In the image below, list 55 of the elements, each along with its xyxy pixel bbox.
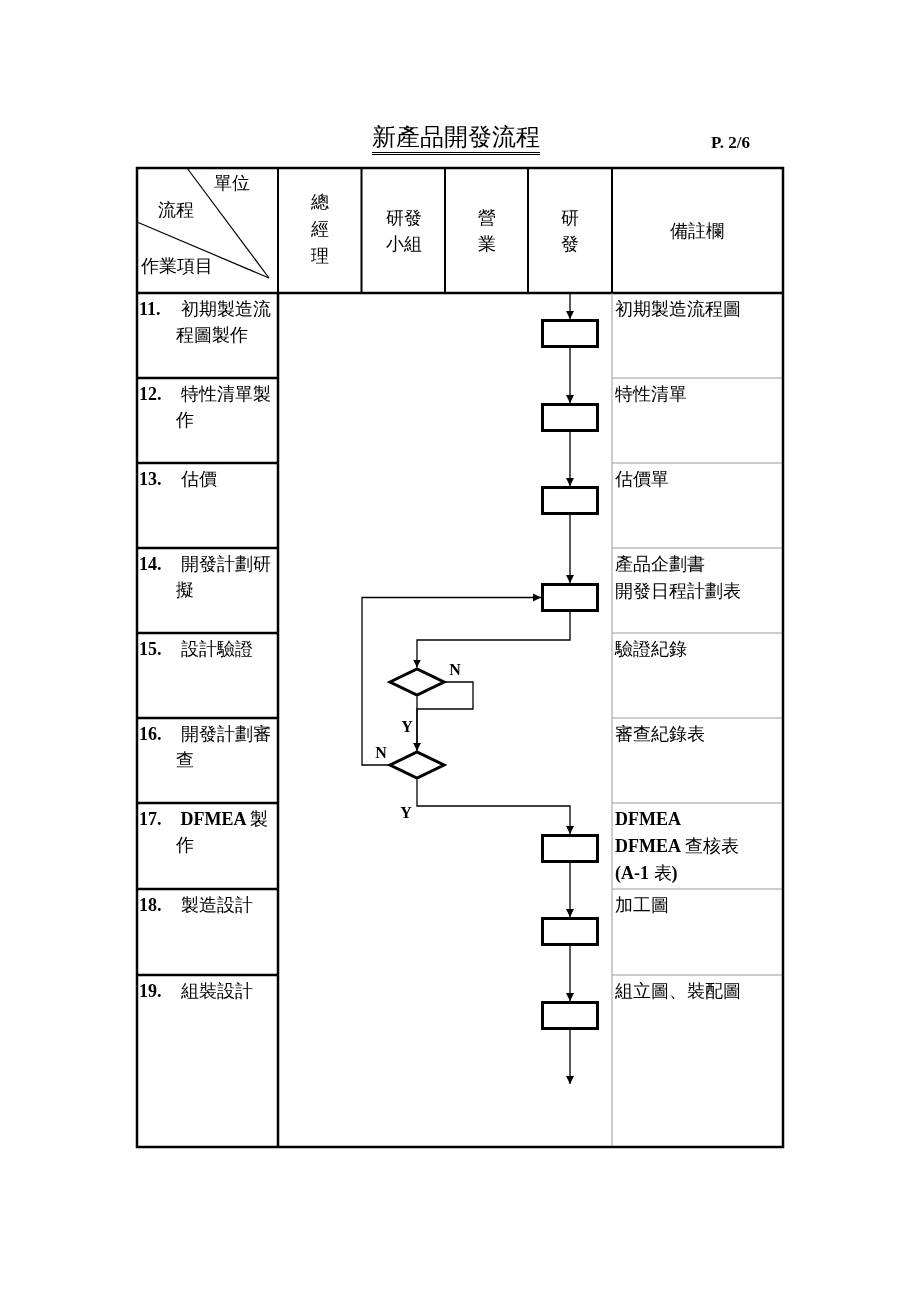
remark-text: 初期製造流程圖 bbox=[615, 298, 741, 321]
step-label: 15. 設計驗證 bbox=[139, 638, 254, 661]
column-header: 備註欄 bbox=[669, 220, 725, 243]
step-label: 14. 開發計劃研擬 bbox=[139, 553, 272, 602]
column-header: 作業項目 bbox=[140, 255, 214, 278]
remark-text: 審查紀錄表 bbox=[615, 723, 705, 746]
step-label: 17. DFMEA 製作 bbox=[139, 808, 269, 857]
column-header: 研發 bbox=[560, 207, 580, 256]
remark-text: DFMEA 查核表 bbox=[615, 835, 739, 858]
column-header: 研發小組 bbox=[385, 207, 423, 256]
arrow bbox=[566, 431, 574, 487]
remark-text: DFMEA bbox=[615, 808, 681, 831]
remark-text: 估價單 bbox=[615, 468, 669, 491]
column-header: 總經理 bbox=[310, 191, 330, 268]
process-box bbox=[541, 319, 599, 348]
process-box bbox=[541, 917, 599, 946]
step-label: 19. 組裝設計 bbox=[139, 980, 254, 1003]
step-label: 16. 開發計劃審查 bbox=[139, 723, 272, 772]
column-header: 單位 bbox=[212, 172, 251, 195]
column-header: 營業 bbox=[476, 207, 497, 256]
remark-text: 加工圖 bbox=[615, 894, 669, 917]
edge-label: N bbox=[448, 662, 462, 678]
decision-diamond bbox=[386, 750, 448, 780]
arrow bbox=[566, 347, 574, 404]
remark-text: (A-1 表) bbox=[615, 862, 678, 885]
decision-diamond bbox=[386, 667, 448, 697]
page-number: P. 2/6 bbox=[711, 132, 751, 154]
edge-label: Y bbox=[399, 805, 413, 821]
process-box bbox=[541, 583, 599, 612]
step-label: 13. 估價 bbox=[139, 468, 218, 491]
arrow bbox=[413, 611, 571, 669]
arrow bbox=[566, 862, 574, 918]
remark-text: 開發日程計劃表 bbox=[615, 580, 741, 603]
process-box bbox=[541, 1001, 599, 1030]
remark-text: 組立圖、裝配圖 bbox=[615, 980, 741, 1003]
edge-label: N bbox=[374, 745, 388, 761]
arrow bbox=[566, 514, 574, 584]
arrow bbox=[566, 945, 574, 1002]
arrow bbox=[566, 293, 574, 320]
column-header: 流程 bbox=[157, 199, 195, 222]
arrow bbox=[361, 593, 542, 766]
title: 新產品開發流程 bbox=[372, 123, 540, 155]
process-box bbox=[541, 403, 599, 432]
arrow bbox=[416, 778, 574, 835]
remark-text: 特性清單 bbox=[615, 383, 687, 406]
edge-label: Y bbox=[400, 719, 414, 735]
step-label: 12. 特性清單製作 bbox=[139, 383, 272, 432]
step-label: 11. 初期製造流程圖製作 bbox=[139, 298, 272, 347]
arrow bbox=[413, 695, 421, 752]
process-box bbox=[541, 834, 599, 863]
remark-text: 驗證紀錄 bbox=[615, 638, 687, 661]
step-label: 18. 製造設計 bbox=[139, 894, 254, 917]
arrow bbox=[566, 1029, 574, 1085]
process-box bbox=[541, 486, 599, 515]
remark-text: 產品企劃書 bbox=[615, 553, 705, 576]
